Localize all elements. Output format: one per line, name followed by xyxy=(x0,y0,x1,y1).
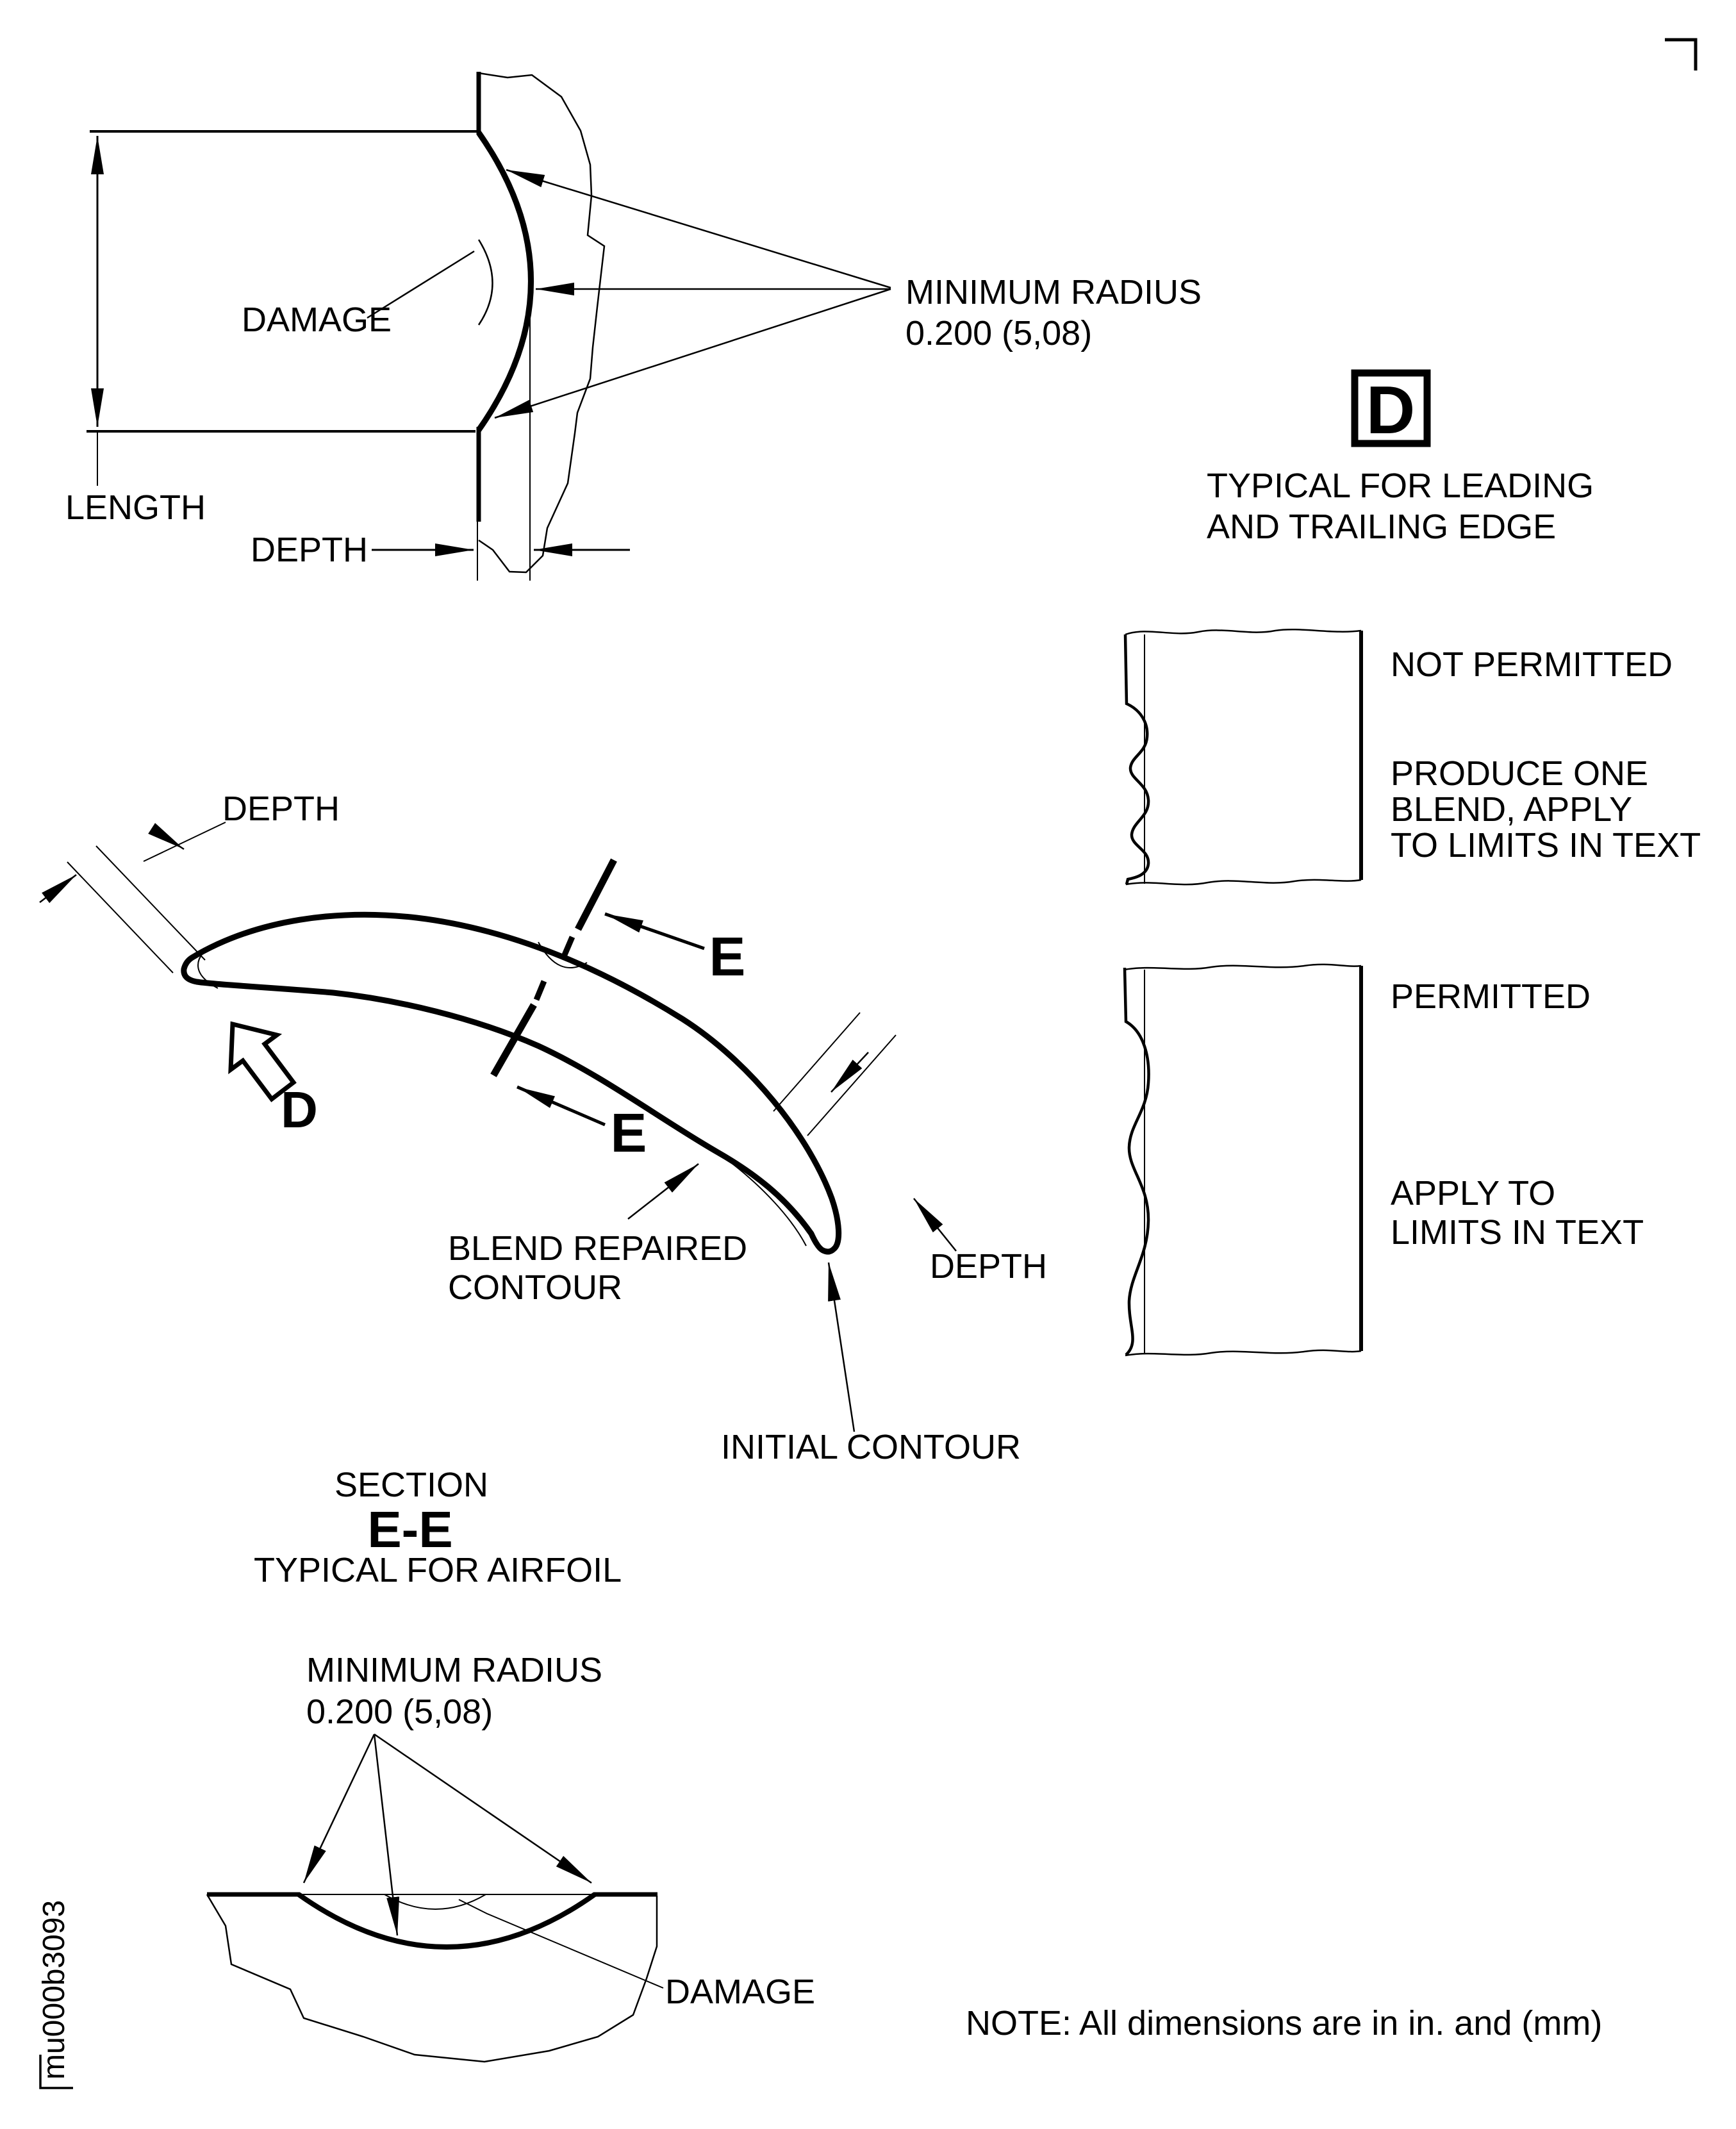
blend-repair-arc xyxy=(476,131,534,432)
te-depth-arrow xyxy=(831,1052,869,1093)
detail-d-caption-1: TYPICAL FOR LEADING xyxy=(1207,467,1594,505)
permitted-diagram xyxy=(1123,963,1363,1357)
not-permitted-line3: TO LIMITS IN TEXT xyxy=(1391,826,1701,865)
detail-d-callout: D TYPICAL FOR LEADING AND TRAILING EDGE xyxy=(1207,369,1594,546)
damage-contour xyxy=(384,1894,486,1910)
blend-repaired-leader xyxy=(627,1163,699,1220)
length-label: LENGTH xyxy=(65,488,206,527)
te-depth-extension-2 xyxy=(807,1034,897,1136)
min-radius-title: MINIMUM RADIUS xyxy=(905,273,1202,311)
le-depth-arrow-upper xyxy=(148,823,185,850)
single-blend-wavy-edge xyxy=(1123,967,1150,1356)
frame-corner-bottom-left-icon xyxy=(39,2055,73,2089)
blend-repaired-label-1: BLEND REPAIRED xyxy=(448,1229,747,1268)
min-radius-value: 0.200 (5,08) xyxy=(905,314,1092,352)
detail-d-caption-2: AND TRAILING EDGE xyxy=(1207,508,1556,546)
initial-contour-leader xyxy=(827,1262,856,1432)
blend-repaired-label-2: CONTOUR xyxy=(448,1268,622,1307)
te-depth-leader xyxy=(913,1198,957,1252)
te-depth-extension-1 xyxy=(773,1012,861,1112)
section-e-lower-label: E xyxy=(611,1103,647,1164)
section-word-label: SECTION xyxy=(335,1466,488,1504)
airfoil-outline xyxy=(181,911,842,1255)
torn-edge-bottom xyxy=(1125,1349,1362,1357)
damage-label: DAMAGE xyxy=(242,301,392,339)
dimensions-note: NOTE: All dimensions are in in. and (mm) xyxy=(966,2004,1602,2042)
damage-leader-line xyxy=(367,250,475,319)
te-initial-contour-line xyxy=(729,1161,807,1247)
torn-edge-top xyxy=(1125,629,1362,636)
not-permitted-title: NOT PERMITTED xyxy=(1391,645,1673,684)
min-radius-leader-left xyxy=(302,1734,376,1884)
initial-contour-label: INITIAL CONTOUR xyxy=(721,1428,1021,1466)
material-break-outline xyxy=(206,1894,658,2063)
airfoil-depth-te-label: DEPTH xyxy=(930,1247,1047,1286)
section-cut-upper-slash xyxy=(575,858,617,931)
figure-id-text: mu000b3093 xyxy=(37,1900,71,2080)
torn-edge-top xyxy=(1124,963,1362,971)
le-depth-extension-2 xyxy=(67,861,174,973)
le-depth-leader xyxy=(143,822,226,862)
airfoil-section-diagram xyxy=(39,822,957,1432)
damage-contour xyxy=(477,239,493,326)
min-radius-title-bottom: MINIMUM RADIUS xyxy=(306,1651,602,1689)
not-permitted-line1: PRODUCE ONE xyxy=(1391,754,1648,793)
detail-d-letter: D xyxy=(1366,372,1416,448)
edge-damage-diagram xyxy=(87,72,891,581)
permitted-title: PERMITTED xyxy=(1391,977,1591,1016)
section-cut-lower-slash xyxy=(490,1003,537,1077)
min-radius-leader-bottom xyxy=(494,288,891,419)
section-e-upper-label: E xyxy=(709,927,746,988)
section-caption-label: TYPICAL FOR AIRFOIL xyxy=(254,1551,622,1589)
section-id-label: E-E xyxy=(367,1501,452,1558)
depth-label: DEPTH xyxy=(251,531,368,569)
frame-corner-top-right-icon xyxy=(1665,38,1698,70)
section-cut-upper-tick xyxy=(559,936,575,961)
not-permitted-diagram xyxy=(1123,629,1363,886)
damage-label-bottom: DAMAGE xyxy=(665,1973,815,2011)
min-radius-value-bottom: 0.200 (5,08) xyxy=(306,1693,493,1731)
detail-d-box xyxy=(1351,369,1431,447)
le-depth-arrow-lower xyxy=(39,874,77,904)
section-cut-upper-arrow xyxy=(604,912,705,950)
section-cut-lower-arrow xyxy=(517,1085,606,1127)
material-break-outline xyxy=(478,72,606,574)
section-cut-lower-tick xyxy=(533,980,547,1001)
min-radius-leader-middle xyxy=(373,1734,400,1936)
surface-damage-diagram xyxy=(206,1733,664,2063)
airfoil-depth-le-label: DEPTH xyxy=(222,790,340,828)
view-d-arrow-icon xyxy=(228,1021,297,1102)
multiple-blend-wavy-edge xyxy=(1123,634,1150,885)
permitted-line1: APPLY TO xyxy=(1391,1174,1555,1213)
le-blend-contour xyxy=(197,941,219,989)
min-radius-leader-right xyxy=(374,1733,592,1884)
le-depth-extension-1 xyxy=(95,845,206,961)
damage-leader-line xyxy=(458,1899,664,1989)
upper-blend-scallop xyxy=(538,941,588,968)
permitted-line2: LIMITS IN TEXT xyxy=(1391,1213,1644,1252)
not-permitted-line2: BLEND, APPLY xyxy=(1391,790,1632,829)
min-radius-leader-top xyxy=(506,169,891,289)
torn-edge-bottom xyxy=(1125,879,1362,886)
view-d-label: D xyxy=(281,1081,318,1138)
blend-repair-arc xyxy=(297,1892,597,1950)
